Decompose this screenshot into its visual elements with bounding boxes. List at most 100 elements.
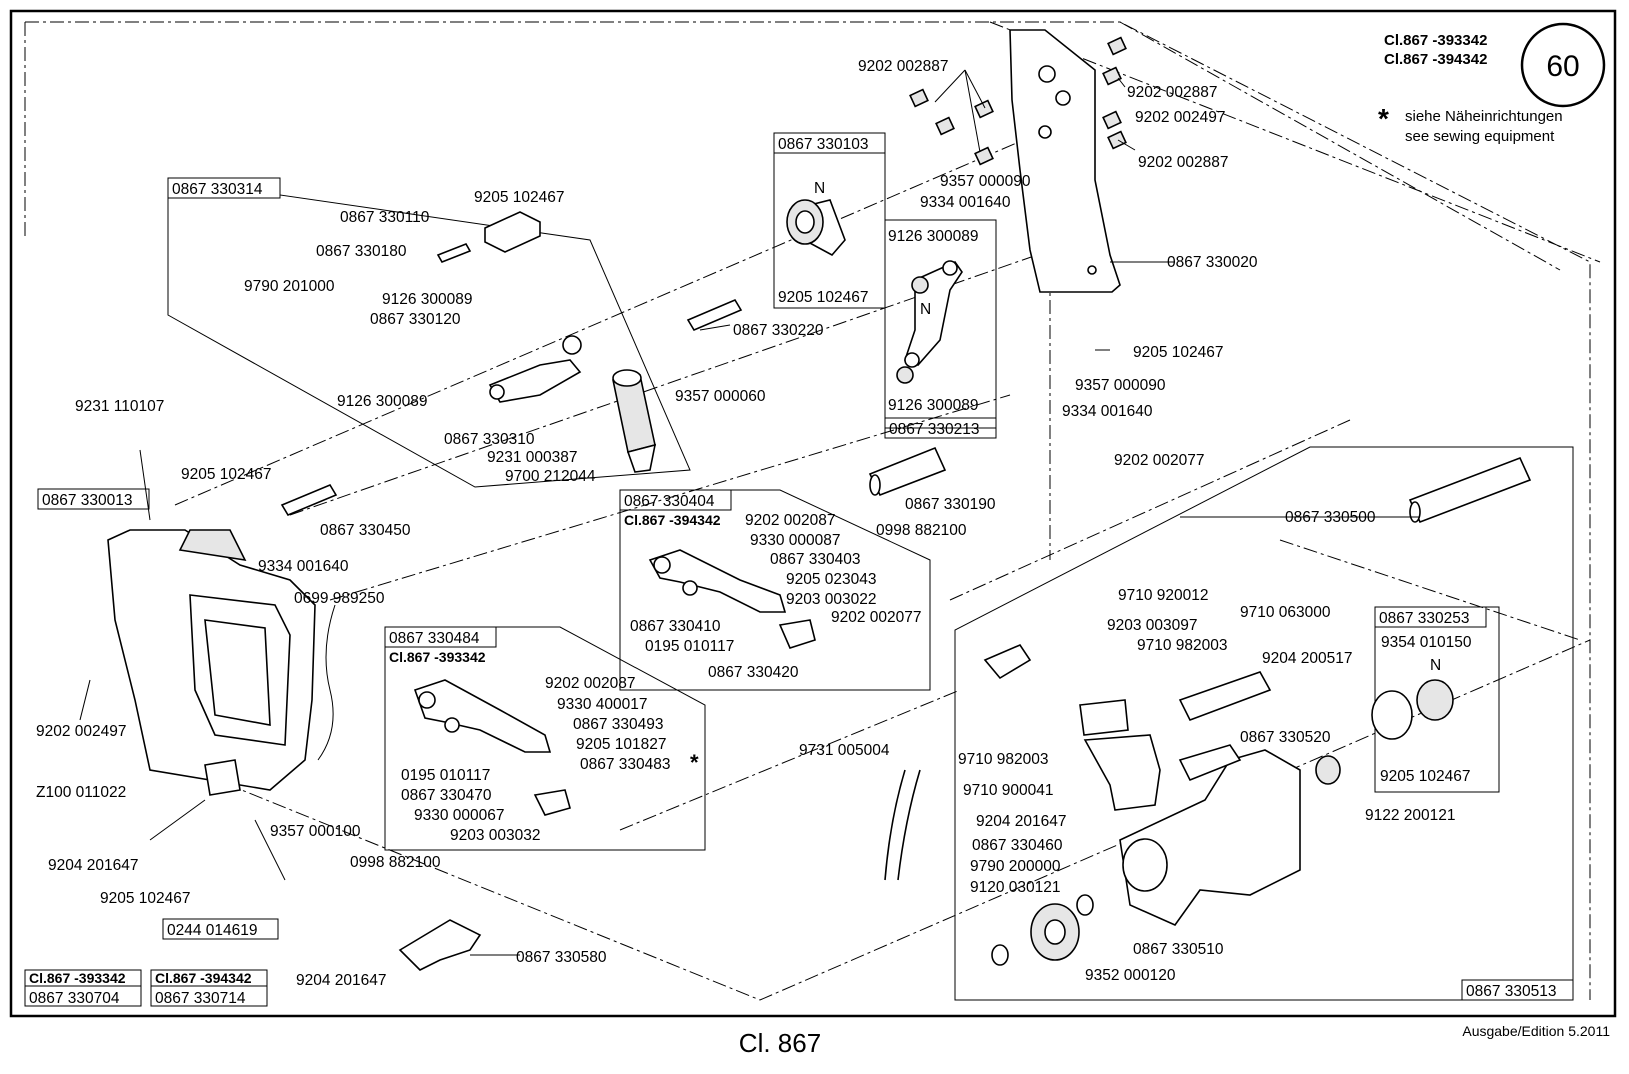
part-label: 9126 300089 xyxy=(337,393,428,410)
part-label: 9710 063000 xyxy=(1240,604,1331,621)
orientation-mark: N xyxy=(1430,657,1441,674)
bearing-9120 xyxy=(991,894,1094,966)
axis-line-7 xyxy=(1279,539,1581,641)
part-label: 9204 201647 xyxy=(976,813,1067,830)
group-outline-330404 xyxy=(619,489,931,691)
corner-box-1: Cl.867 -393342 0867 330704 xyxy=(24,969,142,1007)
assembly-box-330513: 0867 330513 xyxy=(1461,979,1574,1001)
part-label: 9205 102467 xyxy=(778,289,869,306)
part-label: 9354 010150 xyxy=(1381,634,1472,651)
flange-bearing xyxy=(786,199,846,257)
part-label: 9205 101827 xyxy=(576,736,667,753)
part-label: 9700 212044 xyxy=(505,468,596,485)
part-label: 9231 110107 xyxy=(75,398,164,415)
holder-330460 xyxy=(1079,699,1161,811)
svg-text:0867 330704: 0867 330704 xyxy=(29,990,120,1007)
svg-text:0867 330314: 0867 330314 xyxy=(172,181,263,198)
assembly-box-330013: 0867 330013 xyxy=(37,488,150,510)
leader-lines xyxy=(79,69,1420,956)
note-english: see sewing equipment xyxy=(1405,128,1555,145)
axis-line-5 xyxy=(179,639,1591,1001)
sheet-frame xyxy=(9,9,1617,1018)
assembly-box-330314: 0867 330314 xyxy=(167,177,281,199)
part-label: 9120 030121 xyxy=(970,879,1061,896)
plate-hole xyxy=(1038,65,1056,83)
class-line-1: Cl.867 -393342 xyxy=(1384,32,1487,49)
part-label: 0867 330420 xyxy=(708,664,799,681)
part-label: 9204 200517 xyxy=(1262,650,1353,667)
part-label: 9352 000120 xyxy=(1085,967,1176,984)
svg-text:Cl.867 -393342: Cl.867 -393342 xyxy=(389,649,486,665)
front-housing xyxy=(107,529,316,796)
part-label: 9205 102467 xyxy=(181,466,272,483)
part-label: 0867 330020 xyxy=(1167,254,1258,271)
svg-text:0867 330213: 0867 330213 xyxy=(889,421,980,438)
part-label: 9334 001640 xyxy=(258,558,349,575)
part-label: 9790 200000 xyxy=(970,858,1061,875)
crank-330404 xyxy=(648,549,787,613)
shaft-330500 xyxy=(1408,456,1532,524)
part-label: 0998 882100 xyxy=(876,522,967,539)
assembly-box-330253: 0867 330253 xyxy=(1374,606,1487,628)
part-label: 9126 300089 xyxy=(888,228,979,245)
bracket-330580 xyxy=(398,919,482,971)
part-label: 9202 002887 xyxy=(858,58,949,75)
plate-hole xyxy=(1038,125,1052,139)
part-label: 9204 201647 xyxy=(296,972,387,989)
part-label: 0867 330110 xyxy=(340,209,430,226)
svg-text:Cl.867 -393342: Cl.867 -393342 xyxy=(29,970,126,986)
assembly-box-330213: 0867 330213 xyxy=(884,417,997,439)
part-labels: 9202 002887 9202 002887 9202 002497 9202… xyxy=(36,58,1472,989)
part-label: 9203 003097 xyxy=(1107,617,1198,634)
assembly-box-330404: 0867 330404 Cl.867 -394342 xyxy=(619,489,732,528)
axis-line-6 xyxy=(619,689,961,831)
part-label: 9710 920012 xyxy=(1118,587,1209,604)
part-label: 9231 000387 xyxy=(487,449,578,466)
part-label: 0867 330520 xyxy=(1240,729,1331,746)
assembly-box-330103: 0867 330103 xyxy=(773,132,886,154)
part-label: 0867 330510 xyxy=(1133,941,1224,958)
part-label: 9790 201000 xyxy=(244,278,335,295)
part-label: 9202 002077 xyxy=(831,609,922,626)
axis-line-2 xyxy=(174,119,1071,506)
part-label: 9202 002497 xyxy=(36,723,127,740)
assembly-box-330484: 0867 330484 Cl.867 -393342 xyxy=(384,626,497,665)
part-label: Z100 011022 xyxy=(36,784,126,801)
gear-9122 xyxy=(1315,755,1341,785)
part-label: 9330 000067 xyxy=(414,807,505,824)
crank-330484 xyxy=(413,679,552,753)
orientation-mark: N xyxy=(920,301,931,318)
part-label: 0867 330180 xyxy=(316,243,407,260)
part-label: 0195 010117 xyxy=(401,767,490,784)
shaft-330450 xyxy=(280,483,338,517)
group-outline-330484 xyxy=(384,626,706,851)
wire-0699 xyxy=(317,604,336,761)
bracket-330520 xyxy=(1178,744,1242,782)
note-german: siehe Näheinrichtungen xyxy=(1405,108,1563,125)
lever-330310 xyxy=(488,335,582,403)
part-label: 9357 000090 xyxy=(1075,377,1166,394)
part-label: 0195 010117 xyxy=(645,638,734,655)
assembly-box-0244: 0244 014619 xyxy=(162,918,279,940)
svg-text:0867 330484: 0867 330484 xyxy=(389,630,480,647)
part-label: 9202 002087 xyxy=(545,675,636,692)
svg-text:0867 330013: 0867 330013 xyxy=(42,492,133,509)
gear-9354 xyxy=(1371,679,1454,740)
part-label: 0867 330410 xyxy=(630,618,721,635)
axis-line-4 xyxy=(329,394,1011,601)
part-label: 0867 330403 xyxy=(770,551,861,568)
part-label: 0867 330470 xyxy=(401,787,492,804)
part-label: 9330 000087 xyxy=(750,532,841,549)
part-label: 9202 002087 xyxy=(745,512,836,529)
part-label: 9334 001640 xyxy=(920,194,1011,211)
part-label: 9122 200121 xyxy=(1365,807,1456,824)
part-label: 9202 002077 xyxy=(1114,452,1205,469)
part-label: 0867 330500 xyxy=(1285,509,1376,526)
part-label: 9357 000060 xyxy=(675,388,766,405)
part-label: 9710 982003 xyxy=(1137,637,1228,654)
part-label: 9203 003032 xyxy=(450,827,541,844)
valve-9710-920012 xyxy=(983,644,1032,680)
svg-text:0867 330404: 0867 330404 xyxy=(624,493,715,510)
svg-text:0867 330103: 0867 330103 xyxy=(778,136,869,153)
